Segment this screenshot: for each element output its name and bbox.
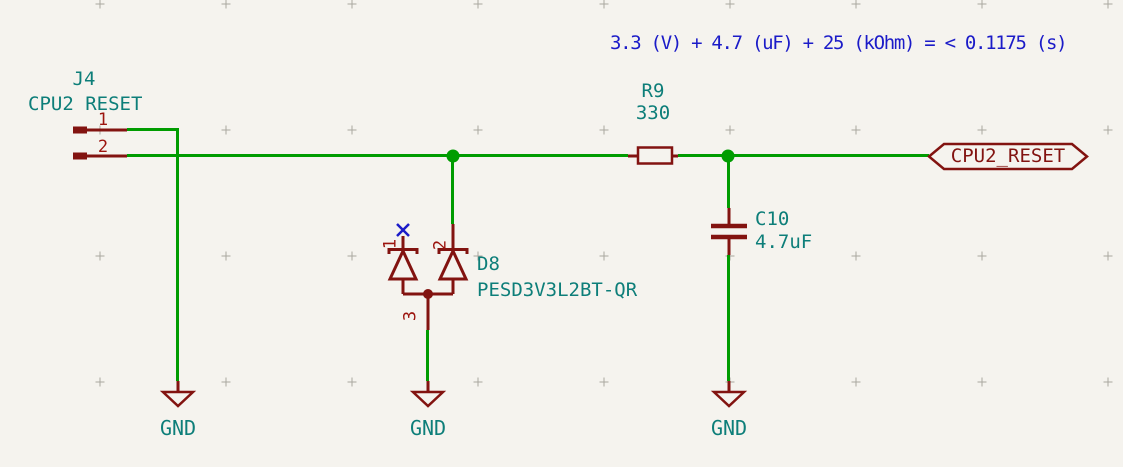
wire-main-left[interactable]: [127, 154, 628, 157]
resistor-r9-symbol[interactable]: [628, 146, 678, 165]
c10-value[interactable]: 4.7uF: [755, 231, 813, 253]
capacitor-c10-symbol[interactable]: [711, 208, 747, 255]
note-timing-formula[interactable]: 3.3 (V) + 4.7 (uF) + 25 (kOhm) = < 0.117…: [610, 32, 1068, 54]
gnd-triangle: [710, 390, 748, 408]
d8-diode-right[interactable]: [437, 247, 469, 281]
wire-branch-d8[interactable]: [451, 156, 454, 224]
wire-j4-pin1-horizontal[interactable]: [127, 128, 179, 131]
junction-dot[interactable]: [721, 149, 735, 163]
net-label-cpu2-reset[interactable]: CPU2_RESET: [950, 145, 1066, 167]
d8-pin3-number: 3: [400, 310, 421, 322]
gnd-label-left: GND: [159, 416, 197, 440]
wire-d8-to-gnd[interactable]: [426, 330, 429, 381]
d8-reference[interactable]: D8: [477, 253, 500, 275]
d8-pin1-number: 1: [380, 238, 401, 250]
gnd-symbol-middle[interactable]: [409, 381, 447, 408]
wire-main-right[interactable]: [678, 154, 929, 157]
junction-dot[interactable]: [446, 149, 460, 163]
d8-diode-left[interactable]: [387, 247, 419, 281]
d8-value[interactable]: PESD3V3L2BT-QR: [477, 279, 638, 301]
gnd-label-middle: GND: [409, 416, 447, 440]
c10-reference[interactable]: C10: [755, 208, 790, 230]
j4-reference[interactable]: J4: [72, 68, 96, 90]
j4-value[interactable]: CPU2 RESET: [28, 93, 143, 115]
connector-j4-symbol[interactable]: [73, 126, 127, 160]
tvs-diode-d8-symbol[interactable]: [387, 223, 469, 330]
wire-pin1-to-gnd-vertical[interactable]: [176, 128, 179, 381]
j4-pin1-number: 1: [97, 110, 109, 130]
j4-pin2-pad[interactable]: [73, 152, 87, 160]
r9-body[interactable]: [636, 146, 674, 165]
j4-pin1-pad[interactable]: [73, 126, 87, 134]
wire-c10-to-gnd[interactable]: [727, 255, 730, 381]
j4-pin2-number: 2: [97, 137, 109, 157]
gnd-symbol-right[interactable]: [710, 381, 748, 408]
wire-branch-c10[interactable]: [727, 156, 730, 208]
gnd-triangle: [159, 390, 197, 408]
gnd-symbol-left[interactable]: [159, 381, 197, 408]
r9-value[interactable]: 330: [635, 102, 671, 124]
no-connect-x-marker[interactable]: [396, 223, 410, 237]
d8-pin2-number: 2: [430, 239, 451, 251]
r9-reference[interactable]: R9: [641, 80, 665, 102]
gnd-triangle: [409, 390, 447, 408]
gnd-label-right: GND: [710, 416, 748, 440]
global-label-cpu2-reset-outline[interactable]: [927, 142, 1089, 171]
